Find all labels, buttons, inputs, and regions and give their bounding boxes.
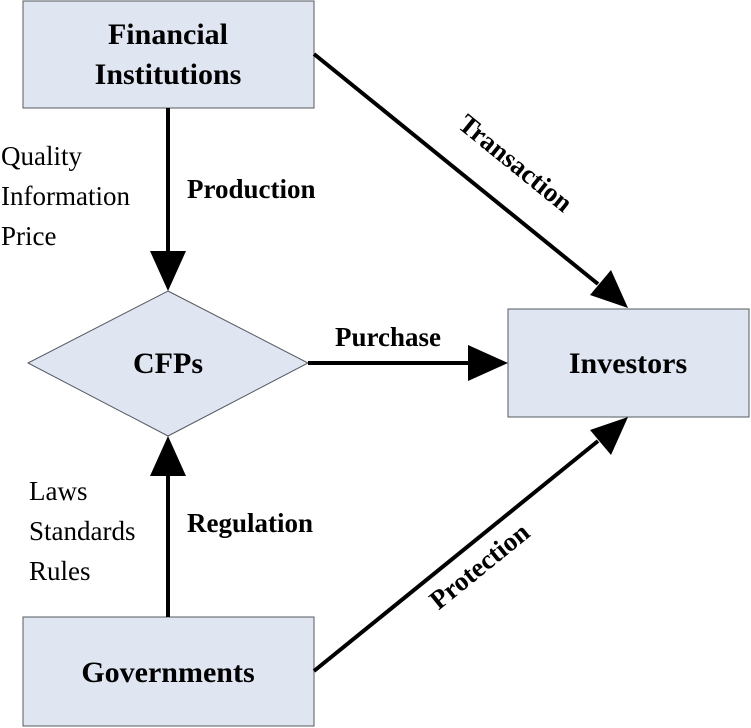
node-financial-institutions: Financial Institutions (22, 0, 315, 109)
node-cfps: CFPs (26, 290, 310, 437)
protection-label: Protection (423, 517, 535, 615)
note-standards: Standards (29, 516, 135, 546)
purchase-label: Purchase (335, 322, 441, 352)
note-laws: Laws (29, 476, 87, 506)
financial-institutions-label-line1: Financial (108, 18, 228, 51)
transaction-arrowhead (590, 270, 628, 308)
edge-production (150, 108, 186, 291)
edge-protection (312, 417, 628, 673)
note-information: Information (1, 181, 130, 211)
regulation-arrowhead (150, 436, 186, 476)
production-arrowhead (150, 251, 186, 291)
node-governments: Governments (22, 616, 315, 727)
note-rules: Rules (29, 556, 91, 586)
note-price: Price (1, 221, 56, 251)
protection-arrowhead (590, 417, 628, 455)
regulation-label: Regulation (187, 508, 313, 538)
edge-purchase (308, 345, 508, 381)
transaction-label: Transaction (453, 108, 579, 218)
purchase-arrowhead (468, 345, 508, 381)
edge-regulation (150, 436, 186, 617)
production-label: Production (187, 174, 316, 204)
governments-label: Governments (81, 656, 254, 689)
note-quality: Quality (1, 141, 82, 171)
cfps-label: CFPs (133, 347, 203, 380)
production-aspects-list: Quality Information Price (1, 141, 130, 251)
edge-transaction (312, 52, 628, 308)
node-investors: Investors (507, 308, 750, 418)
investors-label: Investors (569, 347, 687, 380)
financial-institutions-label-line2: Institutions (95, 58, 242, 91)
regulation-instruments-list: Laws Standards Rules (29, 476, 135, 586)
